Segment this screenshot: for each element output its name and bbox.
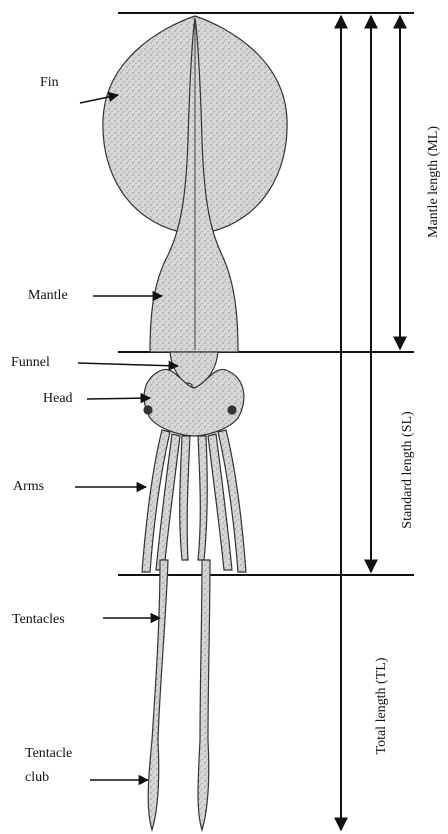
funnel-pointer (78, 363, 178, 366)
mantle-length-label: Mantle length (ML) (426, 126, 442, 238)
squid-illustration (103, 16, 287, 830)
measurement-arrows (341, 16, 400, 830)
standard-length-label: Standard length (SL) (400, 411, 416, 528)
arm-3 (180, 436, 190, 560)
total-length-label: Total length (TL) (374, 658, 390, 755)
tentacles-label: Tentacles (12, 612, 65, 628)
tentacle-left (148, 560, 168, 830)
arm-4 (198, 436, 207, 560)
funnel-label: Funnel (11, 355, 50, 371)
tentacle-club-label-line2: club (25, 770, 49, 786)
tentacle-right (198, 560, 210, 830)
head-label: Head (43, 391, 73, 407)
mantle-label: Mantle (28, 288, 68, 304)
head-pointer (87, 398, 150, 399)
fin-label: Fin (40, 75, 59, 91)
arms-label: Arms (13, 479, 44, 495)
tentacle-club-label-line1: Tentacle (25, 746, 72, 762)
